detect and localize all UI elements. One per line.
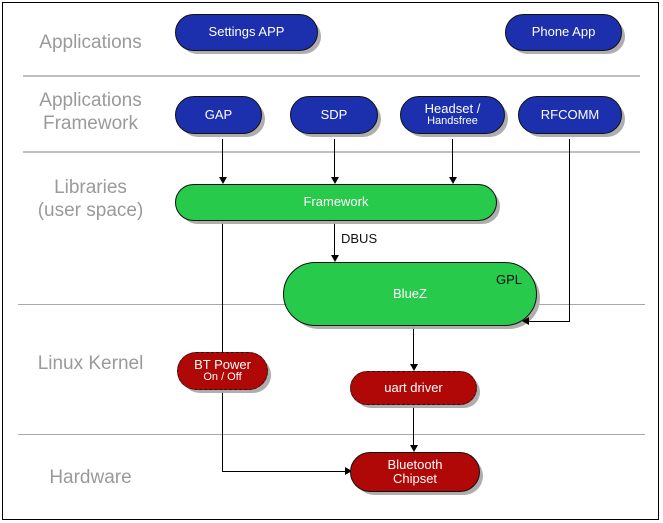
node-bluez-license-badge: GPL [495,272,522,287]
layer-label-linux-kernel: Linux Kernel [37,353,144,374]
node-uart-driver-text: uart driver [384,379,443,395]
node-bluetooth-chipset-text: Bluetooth Chipset [387,456,443,486]
divider-applications-framework [23,151,640,153]
node-bluez[interactable]: BlueZ GPL [283,262,537,326]
node-sdp[interactable]: SDP [290,96,378,134]
connector-bluez-to-uart [413,325,414,364]
connector-uart-to-chipset [413,405,414,445]
arrowhead-bluez-to-uart [410,364,418,371]
node-framework[interactable]: Framework [175,184,497,221]
node-bt-power[interactable]: BT Power On / Off [177,352,268,390]
arrowhead-rfcomm-to-bluez [522,317,529,325]
connector-rfcomm-down [569,139,570,322]
edge-label-dbus: DBUS [341,231,378,246]
connector-framework-to-chipset-horizontal [222,471,345,472]
arrowhead-uart-to-chipset [410,445,418,452]
node-rfcomm-text: RFCOMM [540,106,600,122]
node-uart-driver[interactable]: uart driver [350,371,477,405]
layer-label-applications: Applications [39,32,142,53]
connector-gap-to-framework [222,139,223,177]
node-bluetooth-chipset[interactable]: Bluetooth Chipset [350,452,480,492]
node-sdp-text: SDP [320,106,348,122]
arrowhead-gap-to-framework [219,177,227,184]
arrowhead-headset-to-framework [449,177,457,184]
connector-sdp-to-framework [334,139,335,177]
node-framework-text: Framework [303,194,369,210]
layer-label-applications-framework: Applications Framework [39,90,142,134]
layer-label-libraries: Libraries (user space) [37,177,144,221]
node-gap[interactable]: GAP [175,96,262,134]
node-headset-handsfree-text: Headset / Handsfree [424,101,481,128]
arrowhead-to-bluetooth-chipset-left [345,467,352,475]
node-rfcomm[interactable]: RFCOMM [518,96,622,134]
node-headset-handsfree[interactable]: Headset / Handsfree [400,96,505,134]
connector-framework-to-chipset-vertical [222,220,223,471]
node-gap-text: GAP [204,106,233,122]
arrowhead-sdp-to-framework [331,177,339,184]
node-phone-app-text: Phone App [531,24,596,40]
node-bluez-text: BlueZ [393,285,427,301]
arrowhead-framework-to-bluez [331,255,339,262]
node-settings-app-text: Settings APP [208,24,285,40]
node-settings-app[interactable]: Settings APP [175,14,318,51]
layer-label-hardware: Hardware [49,467,132,488]
connector-headset-to-framework [452,139,453,177]
node-bt-power-text: BT Power On / Off [194,357,251,384]
divider-linux-kernel [18,434,645,435]
node-phone-app[interactable]: Phone App [505,14,622,51]
divider-applications [23,75,640,77]
connector-rfcomm-to-bluez [528,321,570,322]
connector-framework-to-bluez [334,220,335,255]
